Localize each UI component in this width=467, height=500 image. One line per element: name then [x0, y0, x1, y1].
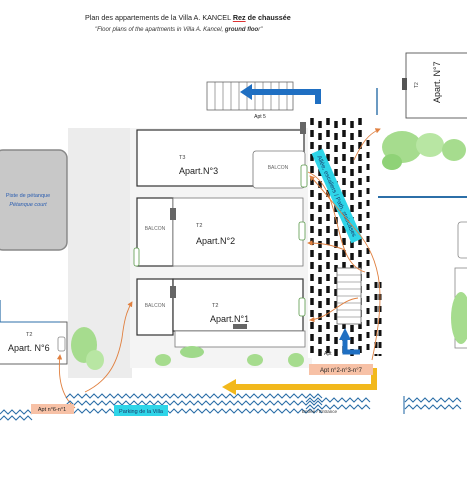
blue-arrow-upper-head: [240, 84, 252, 100]
apt6-type: T2: [26, 332, 32, 338]
petanque-label-fr: Piste de pétanque: [6, 193, 50, 199]
blue-arrow-lower: [342, 336, 360, 355]
apartment-7: Apart. N°7 T2: [402, 52, 467, 119]
entrance-label: Entrée / Entrance: [302, 409, 338, 414]
subtitle-prefix: "Floor plans of the apartments in Villa …: [95, 27, 225, 33]
title-strong-rest: de chaussée: [245, 13, 291, 22]
apt-2-3-7-label: Apt n°2-n°3-n°7: [320, 368, 363, 374]
apt2-type: T2: [196, 223, 202, 229]
apt2-name: Apart.N°2: [196, 236, 235, 246]
apt7-type: T2: [414, 82, 420, 88]
orange-path: [84, 301, 133, 393]
lower-staircase: [336, 267, 362, 325]
hedge: [0, 393, 462, 421]
yellow-entrance-arrow: [235, 368, 377, 390]
apt5-label: Apt 5: [254, 114, 266, 120]
orange-path: [353, 128, 381, 161]
apt1-balcony: [136, 278, 174, 336]
petanque-label-en: Pétanque court: [9, 202, 47, 208]
subtitle-suffix: r": [258, 27, 263, 33]
bushes: [71, 131, 467, 370]
parking-tag: [114, 405, 168, 416]
apt1-name: Apart.N°1: [210, 314, 249, 324]
yellow-arrow-head: [222, 379, 236, 395]
orange-path: [309, 175, 381, 361]
plan-title: Plan des appartements de la Villa A. KAN…: [85, 13, 385, 22]
blue-arrow-upper: [250, 89, 321, 104]
plan-subtitle: "Floor plans of the apartments in Villa …: [95, 27, 395, 33]
blue-arrow-lower-head: [339, 328, 351, 340]
apt3-balcony-label: BALCON: [268, 165, 289, 171]
apt3-type: T3: [179, 155, 185, 161]
apt6-name: Apart. N°6: [8, 343, 50, 353]
apt1-balcony-label: BALCON: [145, 303, 166, 309]
apartment-1: T2 Apart.N°1 BALCON: [136, 278, 306, 348]
apartment-6: T2 Apart. N°6: [0, 300, 68, 365]
apt-6-1-label: Apt n°6-n°1: [38, 407, 66, 413]
right-structure: [457, 221, 467, 259]
parking-label: Parking de la Villa: [119, 409, 164, 415]
title-strong-red: Rez: [232, 13, 246, 22]
apartment-2: T2 Apart.N°2 BALCON: [133, 197, 306, 267]
apt-small-label: Apt: [324, 351, 332, 357]
apt2-balcony-label: BALCON: [145, 226, 166, 232]
title-prefix: Plan des appartements de la Villa A. KAN…: [85, 13, 233, 22]
petanque-court: [0, 149, 68, 251]
apt7-name: Apart. N°7: [432, 61, 442, 103]
apt2-balcony: [136, 197, 174, 267]
subtitle-bold: ground floo: [224, 27, 259, 33]
orange-path: [307, 171, 366, 273]
apt3-name: Apart.N°3: [179, 166, 218, 176]
apartment-3: T3 Apart.N°3 BALCON: [136, 122, 308, 189]
apt1-type: T2: [212, 303, 218, 309]
orange-path: [307, 240, 346, 251]
apt-2-3-7-tag: [309, 364, 373, 375]
orange-path: [309, 297, 359, 323]
apt-6-1-tag: [31, 404, 74, 414]
